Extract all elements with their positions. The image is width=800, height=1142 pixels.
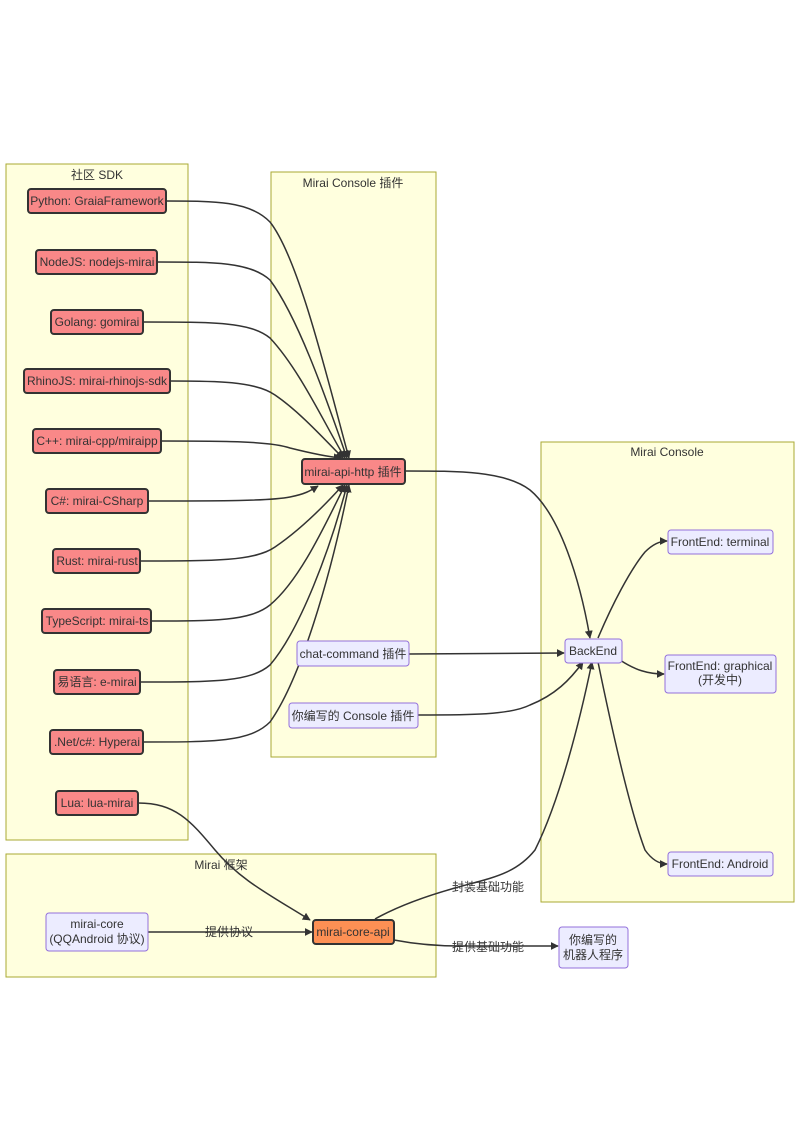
node-label-line1: mirai-core <box>70 917 124 931</box>
edge-your-plugin-to-backend <box>417 661 584 716</box>
node-label: .Net/c#: Hyperai <box>54 735 140 749</box>
node-label: 易语言: e-mirai <box>57 675 136 689</box>
node-backend: BackEnd <box>564 638 623 664</box>
node-label-line1: 你编写的 <box>569 932 617 947</box>
node-label: FrontEnd: terminal <box>671 535 770 549</box>
edge-python-to-api-http <box>165 200 351 459</box>
node-mirai-core: mirai-core (QQAndroid 协议) <box>45 912 149 952</box>
node-label: Golang: gomirai <box>55 315 140 329</box>
node-sdk-typescript: TypeScript: mirai-ts <box>41 608 152 634</box>
edge-cpp-to-api-http <box>160 440 342 462</box>
node-sdk-cpp: C++: mirai-cpp/miraipp <box>32 428 162 454</box>
node-label: RhinoJS: mirai-rhinojs-sdk <box>27 374 168 388</box>
cluster-mirai-framework: Mirai 框架 <box>5 853 437 978</box>
node-label: C#: mirai-CSharp <box>51 494 144 508</box>
edge-label-provides-protocol: 提供协议 <box>205 924 253 939</box>
edge-backend-to-android <box>597 661 668 868</box>
node-label: NodeJS: nodejs-mirai <box>40 255 155 269</box>
node-sdk-rhinojs: RhinoJS: mirai-rhinojs-sdk <box>23 368 171 394</box>
edge-backend-to-terminal <box>597 537 668 639</box>
edge-elang-to-api-http <box>139 484 350 683</box>
edge-rhinojs-to-api-http <box>169 380 344 459</box>
node-sdk-elang: 易语言: e-mirai <box>53 669 141 695</box>
node-label: mirai-api-http 插件 <box>304 465 401 479</box>
edge-label-provides-basic-functions: 提供基础功能 <box>452 939 524 954</box>
edge-api-http-to-backend <box>404 470 593 639</box>
edge-golang-to-api-http <box>142 321 346 459</box>
cluster-label-console-plugins: Mirai Console 插件 <box>303 176 404 190</box>
node-label: Rust: mirai-rust <box>56 554 138 568</box>
node-your-console-plugin: 你编写的 Console 插件 <box>288 702 419 729</box>
node-label: C++: mirai-cpp/miraipp <box>36 434 158 448</box>
edge-core-api-to-your-bot <box>393 939 559 950</box>
node-label: Python: GraiaFramework <box>30 194 164 208</box>
node-label-line2: (QQAndroid 协议) <box>49 931 144 946</box>
node-label: 你编写的 Console 插件 <box>292 708 415 723</box>
node-mirai-core-api: mirai-core-api <box>312 919 395 945</box>
edge-chat-command-to-backend <box>408 649 565 658</box>
node-frontend-graphical: FrontEnd: graphical (开发中) <box>664 654 777 694</box>
edge-typescript-to-api-http <box>150 484 346 622</box>
node-sdk-rust: Rust: mirai-rust <box>52 548 141 574</box>
node-frontend-android: FrontEnd: Android <box>667 851 774 877</box>
edge-backend-to-graphical <box>619 659 665 678</box>
node-sdk-csharp: C#: mirai-CSharp <box>45 488 149 514</box>
node-sdk-dotnet: .Net/c#: Hyperai <box>49 729 144 755</box>
edge-label-wraps-basic-functions: 封装基础功能 <box>452 880 524 894</box>
node-label: mirai-core-api <box>316 925 389 939</box>
node-sdk-lua: Lua: lua-mirai <box>55 790 139 816</box>
edge-csharp-to-api-http <box>147 485 319 502</box>
node-frontend-terminal: FrontEnd: terminal <box>667 529 774 555</box>
node-label: Lua: lua-mirai <box>61 796 134 810</box>
node-your-bot-program: 你编写的 机器人程序 <box>558 926 629 969</box>
node-chat-command: chat-command 插件 <box>296 640 410 667</box>
cluster-label-community-sdk: 社区 SDK <box>71 167 123 182</box>
node-sdk-python: Python: GraiaFramework <box>27 188 167 214</box>
node-label-line1: FrontEnd: graphical <box>668 659 773 673</box>
edge-dotnet-to-api-http <box>142 484 352 743</box>
edges <box>137 200 668 950</box>
node-label: BackEnd <box>569 644 617 658</box>
node-label: chat-command 插件 <box>300 647 407 661</box>
node-label: FrontEnd: Android <box>672 857 769 871</box>
node-sdk-nodejs: NodeJS: nodejs-mirai <box>35 249 158 275</box>
node-mirai-api-http: mirai-api-http 插件 <box>301 458 406 485</box>
cluster-label-mirai-framework: Mirai 框架 <box>194 858 247 872</box>
edge-core-api-to-backend <box>374 661 595 920</box>
edge-rust-to-api-http <box>139 484 344 562</box>
node-label-line2: (开发中) <box>698 672 742 687</box>
edge-nodejs-to-api-http <box>156 261 349 459</box>
node-label: TypeScript: mirai-ts <box>46 614 149 628</box>
node-sdk-golang: Golang: gomirai <box>50 309 144 335</box>
edge-lua-to-core-api <box>137 802 311 921</box>
node-label-line2: 机器人程序 <box>563 947 623 962</box>
cluster-label-mirai-console: Mirai Console <box>630 445 704 459</box>
